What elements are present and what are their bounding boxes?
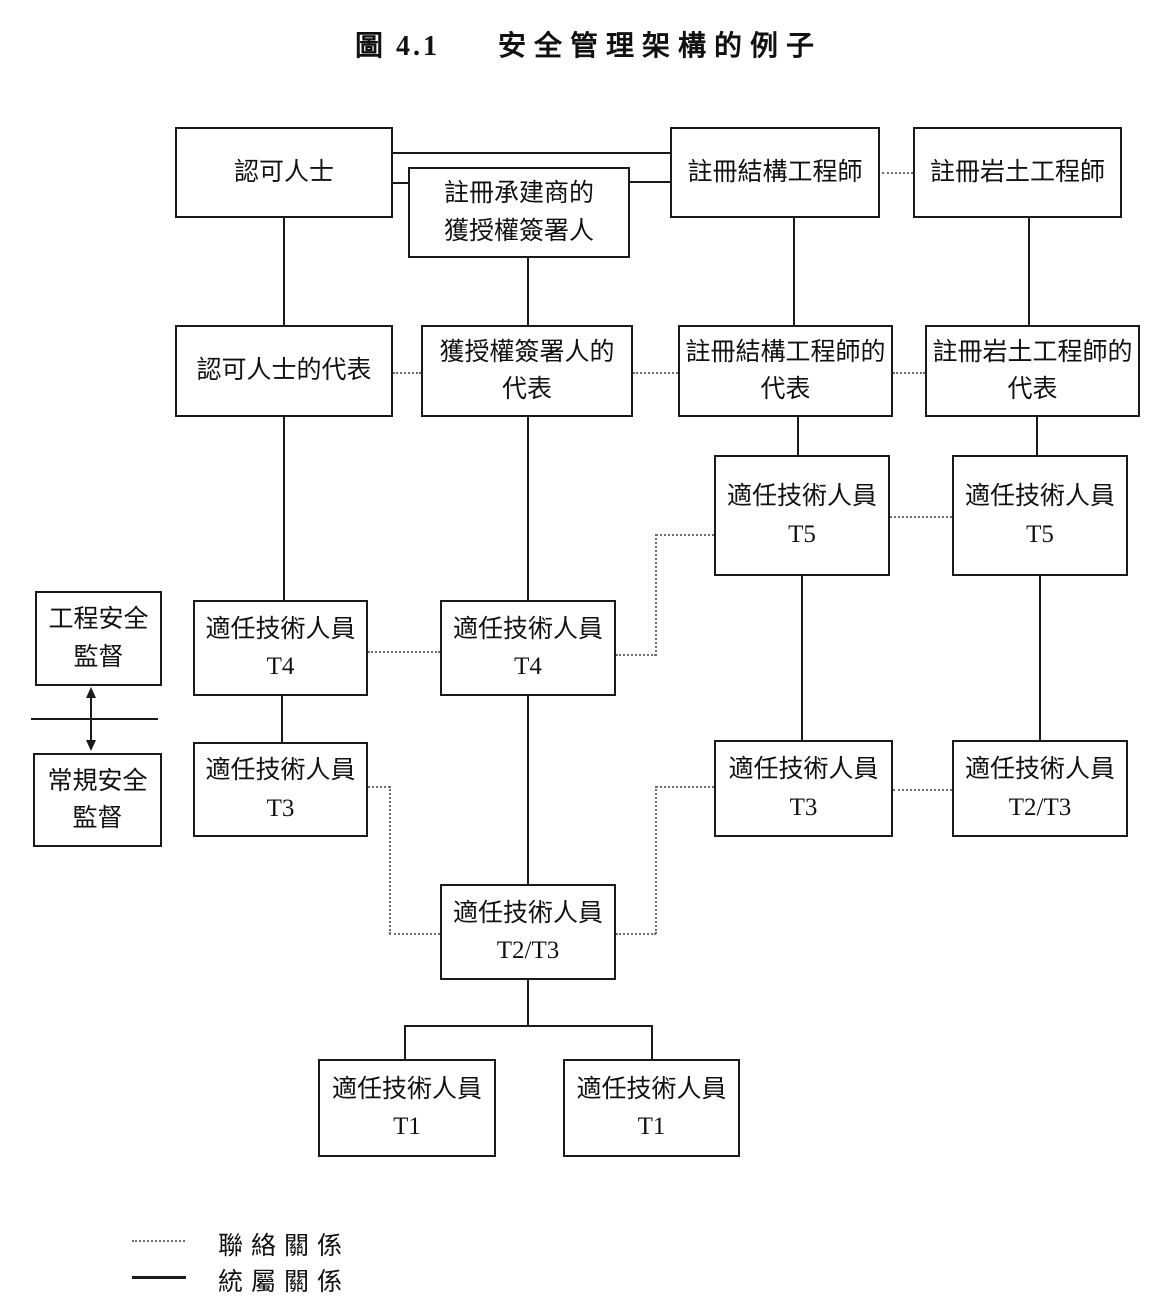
- line-t5-to-t3-rse: [801, 576, 803, 740]
- legend-solid-swatch: [132, 1276, 186, 1279]
- node-signatory-representative: 獲授權簽署人的 代表: [421, 325, 633, 417]
- dotted-t4sig-t5rse-bottom: [616, 654, 656, 656]
- dotted-rserep-rgerep: [893, 372, 925, 374]
- line-ap-rse-upper: [393, 152, 670, 154]
- node-tcp-t1-right: 適任技術人員 T1: [563, 1059, 740, 1157]
- node-tcp-t3-ap: 適任技術人員 T3: [193, 742, 368, 837]
- dotted-t3ap-t23sig-bottom: [389, 933, 440, 935]
- dotted-t23sig-t3rse-riser: [655, 786, 657, 934]
- dotted-t23sig-t3rse-bottom: [616, 933, 656, 935]
- line-aprep-to-t4: [283, 417, 285, 600]
- line-ap-to-rep: [283, 218, 285, 325]
- dotted-t4-t4: [368, 651, 440, 653]
- node-authorized-person: 認可人士: [175, 127, 393, 218]
- line-t23-to-junction: [527, 980, 529, 1025]
- dotted-rse-rge: [882, 172, 913, 174]
- legend-subordinate-label: 統屬關係: [218, 1269, 351, 1296]
- dotted-sigrep-rserep: [633, 372, 678, 374]
- dotted-t3rse-t23rge: [893, 789, 952, 791]
- figure-number: 圖 4.1: [355, 31, 441, 62]
- node-ap-representative: 認可人士的代表: [175, 325, 393, 417]
- dotted-t4sig-t5rse-top: [656, 534, 714, 536]
- line-t4-to-t23-signatory: [527, 696, 529, 884]
- line-rserep-to-t5: [797, 417, 799, 455]
- node-structural-engineer: 註冊結構工程師: [670, 127, 880, 218]
- node-general-safety-supervisor: 常規安全 監督: [33, 753, 162, 847]
- node-tcp-t23-signatory: 適任技術人員 T2/T3: [440, 884, 616, 980]
- line-t4-to-t3-ap: [281, 696, 283, 742]
- node-rse-representative: 註冊結構工程師的 代表: [678, 325, 893, 417]
- line-ap-signatory: [393, 182, 408, 184]
- node-tcp-t4-ap: 適任技術人員 T4: [193, 600, 368, 696]
- dotted-aprep-sigrep: [393, 372, 421, 374]
- line-supervisor-divider: [31, 718, 158, 720]
- node-tcp-t23-rge: 適任技術人員 T2/T3: [952, 740, 1128, 837]
- line-rse-to-rep: [793, 218, 795, 325]
- figure-title: 安全管理架構的例子: [498, 31, 823, 62]
- node-geotechnical-engineer: 註冊岩土工程師: [913, 127, 1122, 218]
- node-contractor-signatory: 註冊承建商的 獲授權簽署人: [408, 167, 630, 258]
- node-tcp-t1-left: 適任技術人員 T1: [318, 1059, 496, 1157]
- dotted-t3ap-t23sig-riser: [389, 786, 391, 934]
- line-rge-to-rep: [1028, 218, 1030, 325]
- node-tcp-t5-rge: 適任技術人員 T5: [952, 455, 1128, 576]
- node-tcp-t3-rse: 適任技術人員 T3: [714, 740, 893, 837]
- two-way-arrow-icon: [86, 687, 96, 751]
- dotted-t4sig-t5rse-riser: [655, 534, 657, 656]
- line-signatory-to-rep: [527, 258, 529, 325]
- line-t5-to-t23-rge: [1039, 576, 1041, 740]
- legend-dotted-swatch: [132, 1240, 185, 1242]
- node-tcp-t4-signatory: 適任技術人員 T4: [440, 600, 616, 696]
- node-tcp-t5-rse: 適任技術人員 T5: [714, 455, 890, 576]
- line-sigrep-to-t4: [527, 417, 529, 600]
- line-t1-junction-bar: [404, 1025, 651, 1027]
- line-junction-to-t1-right: [651, 1025, 653, 1059]
- line-rgerep-to-t5: [1036, 417, 1038, 455]
- dotted-t23sig-t3rse-top: [656, 786, 714, 788]
- node-works-safety-supervisor: 工程安全 監督: [35, 591, 162, 686]
- node-rge-representative: 註冊岩土工程師的 代表: [925, 325, 1140, 417]
- dotted-t5-t5: [890, 516, 952, 518]
- line-junction-to-t1-left: [404, 1025, 406, 1059]
- dotted-t3ap-t23sig-top: [368, 786, 390, 788]
- legend-liaison-label: 聯絡關係: [218, 1233, 351, 1260]
- line-signatory-rse: [630, 181, 670, 183]
